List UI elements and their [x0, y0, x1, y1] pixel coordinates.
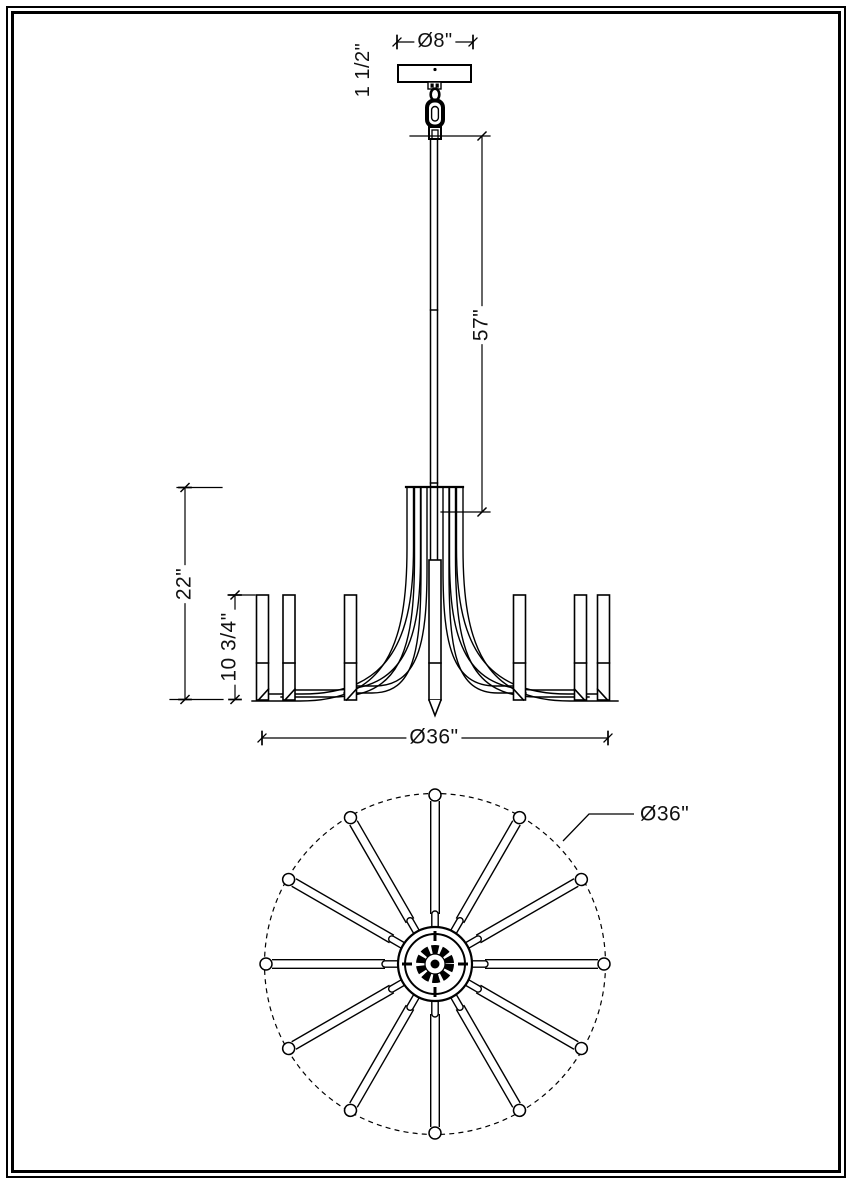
candle-tubes [255, 594, 611, 702]
dimension-label-candle-height: 10 3/4" [218, 609, 241, 685]
plan-arm [446, 990, 529, 1120]
dimension-label-canopy-height: 1 1/2" [352, 39, 374, 101]
plan-arm [341, 990, 424, 1120]
dimension-label-rod-length: 57" [470, 305, 493, 345]
plan-arm [259, 957, 401, 971]
plan-center-hub [396, 925, 474, 1003]
candle-tube [343, 594, 358, 702]
plan-arm [469, 957, 611, 971]
hanging-rod [429, 138, 439, 563]
dimension-label-fixture-diameter: Ø36" [406, 726, 462, 748]
plan-arm [461, 975, 591, 1058]
plan-arm [446, 808, 529, 938]
plan-diameter-leader [562, 813, 634, 842]
dimension-label-plan-diameter: Ø36" [640, 802, 690, 826]
plan-arm [279, 975, 409, 1058]
candle-tube [596, 594, 611, 702]
candle-tube [282, 594, 297, 702]
chandelier-arms-left [251, 486, 428, 702]
plan-view [259, 788, 634, 1140]
candle-tube [573, 594, 588, 702]
plan-arm [428, 998, 442, 1140]
chandelier-arms-right [442, 486, 619, 702]
dimension-label-canopy-diameter: Ø8" [414, 31, 456, 51]
plan-arm [341, 808, 424, 938]
plan-arm [428, 788, 442, 930]
candle-tube [512, 594, 527, 702]
center-stem [427, 559, 443, 718]
candle-tube [255, 594, 270, 702]
plan-arm [279, 870, 409, 953]
elevation-view [169, 34, 619, 746]
plan-arm [461, 870, 591, 953]
dimension-label-fixture-height: 22" [173, 564, 196, 604]
swivel-chain [425, 87, 445, 140]
canopy [397, 64, 472, 90]
